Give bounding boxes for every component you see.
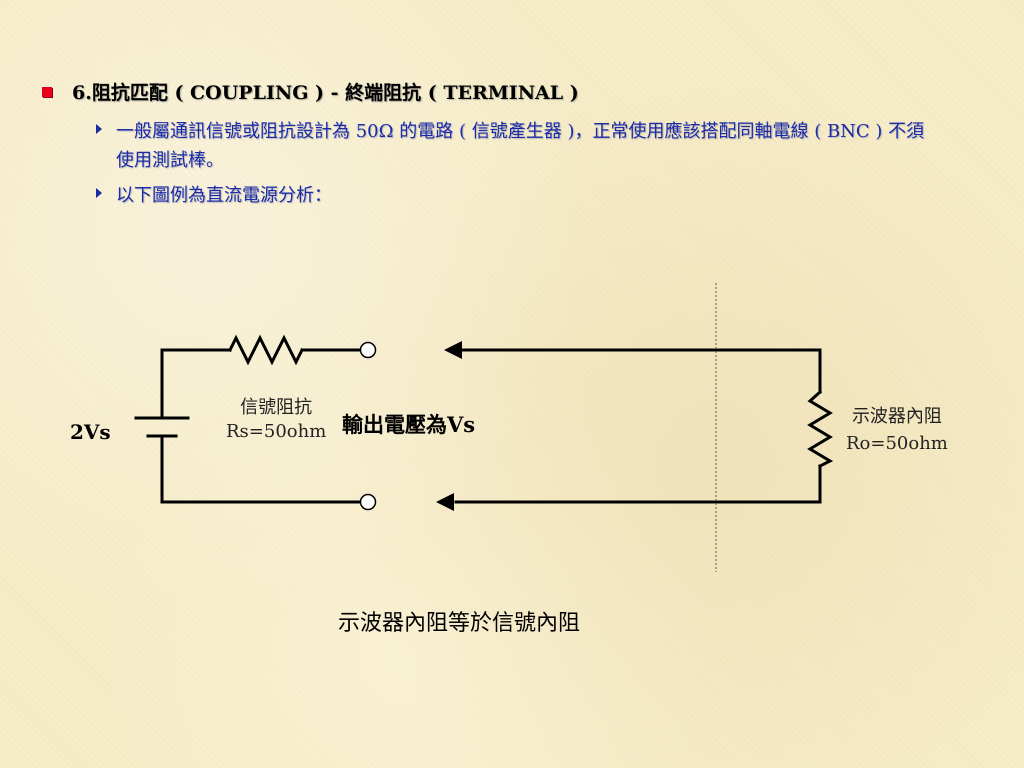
ro-label: 示波器內阻 Ro=50ohm [846, 403, 948, 457]
rs-label-line2: Rs=50ohm [226, 421, 327, 442]
slide-heading: 6.阻抗匹配 ( COUPLING ) - 終端阻抗 ( TERMINAL ) [42, 78, 579, 105]
triangle-bullet-icon [96, 188, 102, 198]
bullet-text-2: 以下圖例為直流電源分析： [116, 185, 332, 206]
terminal-top-icon [359, 341, 377, 359]
ro-resistor-icon [807, 389, 834, 469]
conclusion-text: 示波器內阻等於信號內阻 [338, 611, 581, 636]
square-bullet-icon [42, 86, 52, 97]
triangle-bullet-icon [96, 124, 102, 134]
rs-label: 信號阻抗 Rs=50ohm [226, 396, 326, 444]
arrow-left-bottom-icon [436, 493, 454, 511]
bullet-text-1: 一般屬通訊信號或阻抗設計為 50Ω 的電路 ( 信號產生器 )，正常使用應該搭配… [116, 121, 925, 171]
ro-label-line1: 示波器內阻 [851, 406, 942, 427]
rs-resistor-icon [227, 334, 305, 366]
terminal-bottom-icon [359, 493, 377, 511]
output-voltage-label: 輸出電壓為Vs [342, 412, 476, 437]
ro-label-line2: Ro=50ohm [846, 433, 948, 454]
heading-text: 6.阻抗匹配 ( COUPLING ) - 終端阻抗 ( TERMINAL ) [72, 82, 579, 104]
arrow-left-top-icon [444, 341, 462, 359]
bullet-item-2: 以下圖例為直流電源分析： [96, 181, 936, 210]
source-label: 2Vs [70, 420, 111, 444]
bullet-item-1: 一般屬通訊信號或阻抗設計為 50Ω 的電路 ( 信號產生器 )，正常使用應該搭配… [96, 117, 936, 175]
rs-label-line1: 信號阻抗 [240, 397, 313, 418]
